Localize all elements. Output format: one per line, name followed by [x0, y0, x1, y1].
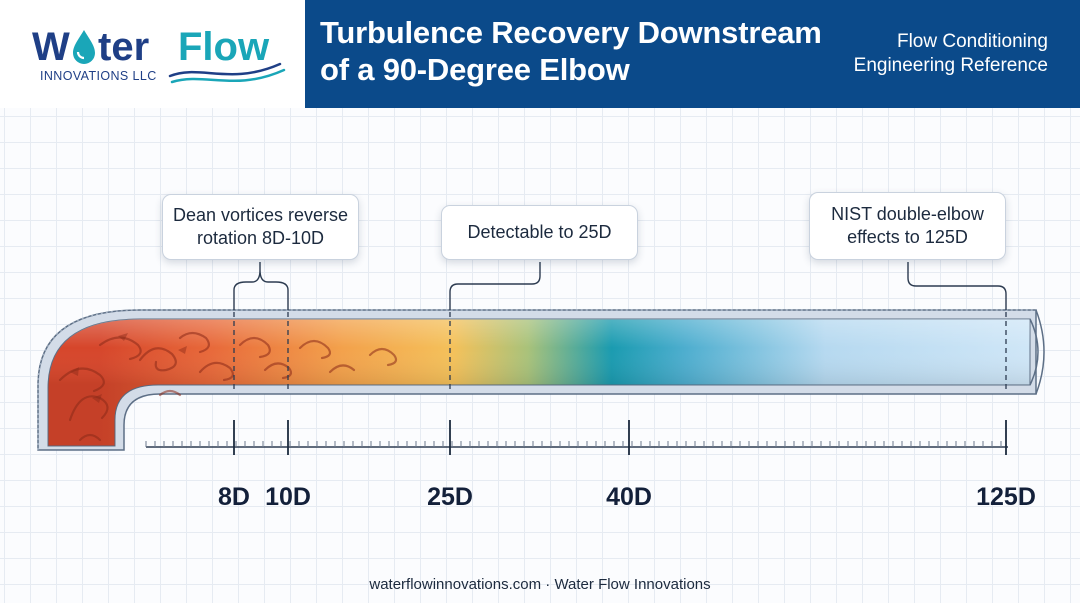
- page-title: Turbulence Recovery Downstream of a 90-D…: [320, 14, 840, 88]
- leader-25d: [449, 262, 541, 310]
- page-subtitle: Flow Conditioning Engineering Reference: [788, 30, 1048, 78]
- scale-label-40: 40D: [606, 483, 652, 511]
- callout-dean-line-1: Dean vortices reverse: [172, 205, 349, 225]
- callout-leaders: [233, 262, 1007, 310]
- station-markers: [233, 312, 1007, 392]
- scale-label-25: 25D: [427, 483, 473, 511]
- subtitle-line-1: Flow Conditioning: [896, 31, 1048, 52]
- title-line-2: of a 90-Degree Elbow: [320, 52, 630, 87]
- logo: W ter Flow INNOVATIONS LLC: [32, 25, 286, 84]
- water-drop-icon: [73, 30, 95, 64]
- callout-detectable-25d: Detectable to 25D: [441, 205, 638, 260]
- scale-major-ticks: [233, 420, 1007, 455]
- subtitle-line-2: Engineering Reference: [853, 55, 1048, 76]
- scale-tick-labels: 8D 10D 25D 40D 125D: [218, 483, 1036, 511]
- scale-label-8: 8D: [218, 483, 250, 511]
- callout-nist-line-1: NIST double-elbow: [831, 204, 984, 224]
- pipe-end-cap: [1029, 318, 1039, 386]
- scale-minor-ticks: [145, 441, 1002, 447]
- pipe-shading: [48, 319, 1030, 446]
- scale-label-10: 10D: [265, 483, 311, 511]
- leader-brace-8d-10d: [233, 262, 289, 310]
- pipe-wall-hatch: [37, 309, 1036, 450]
- footer-text: waterflowinnovations.com · Water Flow In…: [369, 576, 711, 593]
- leader-125d: [907, 262, 1007, 310]
- scale-label-125: 125D: [976, 483, 1036, 511]
- logo-area: [0, 0, 305, 108]
- logo-word-flow: Flow: [178, 25, 270, 69]
- header-bar: [305, 0, 1080, 108]
- title-line-1: Turbulence Recovery Downstream: [320, 15, 822, 50]
- logo-letter-w: W: [32, 25, 70, 69]
- wave-icon: [168, 62, 286, 84]
- logo-tagline: INNOVATIONS LLC: [40, 69, 157, 83]
- callout-detectable-line-1: Detectable to 25D: [467, 222, 612, 242]
- callout-dean-vortices: Dean vortices reverse rotation 8D-10D: [162, 194, 359, 260]
- callout-nist-double-elbow: NIST double-elbow effects to 125D: [809, 192, 1006, 260]
- turbulence-arrows: [70, 333, 187, 403]
- logo-word-water-rest: ter: [98, 25, 149, 69]
- callout-nist-line-2: effects to 125D: [847, 227, 968, 247]
- callout-dean-line-2: rotation 8D-10D: [196, 228, 325, 248]
- turbulence-swirls: [58, 331, 398, 442]
- distance-scale: 8D 10D 25D 40D 125D: [145, 420, 1036, 511]
